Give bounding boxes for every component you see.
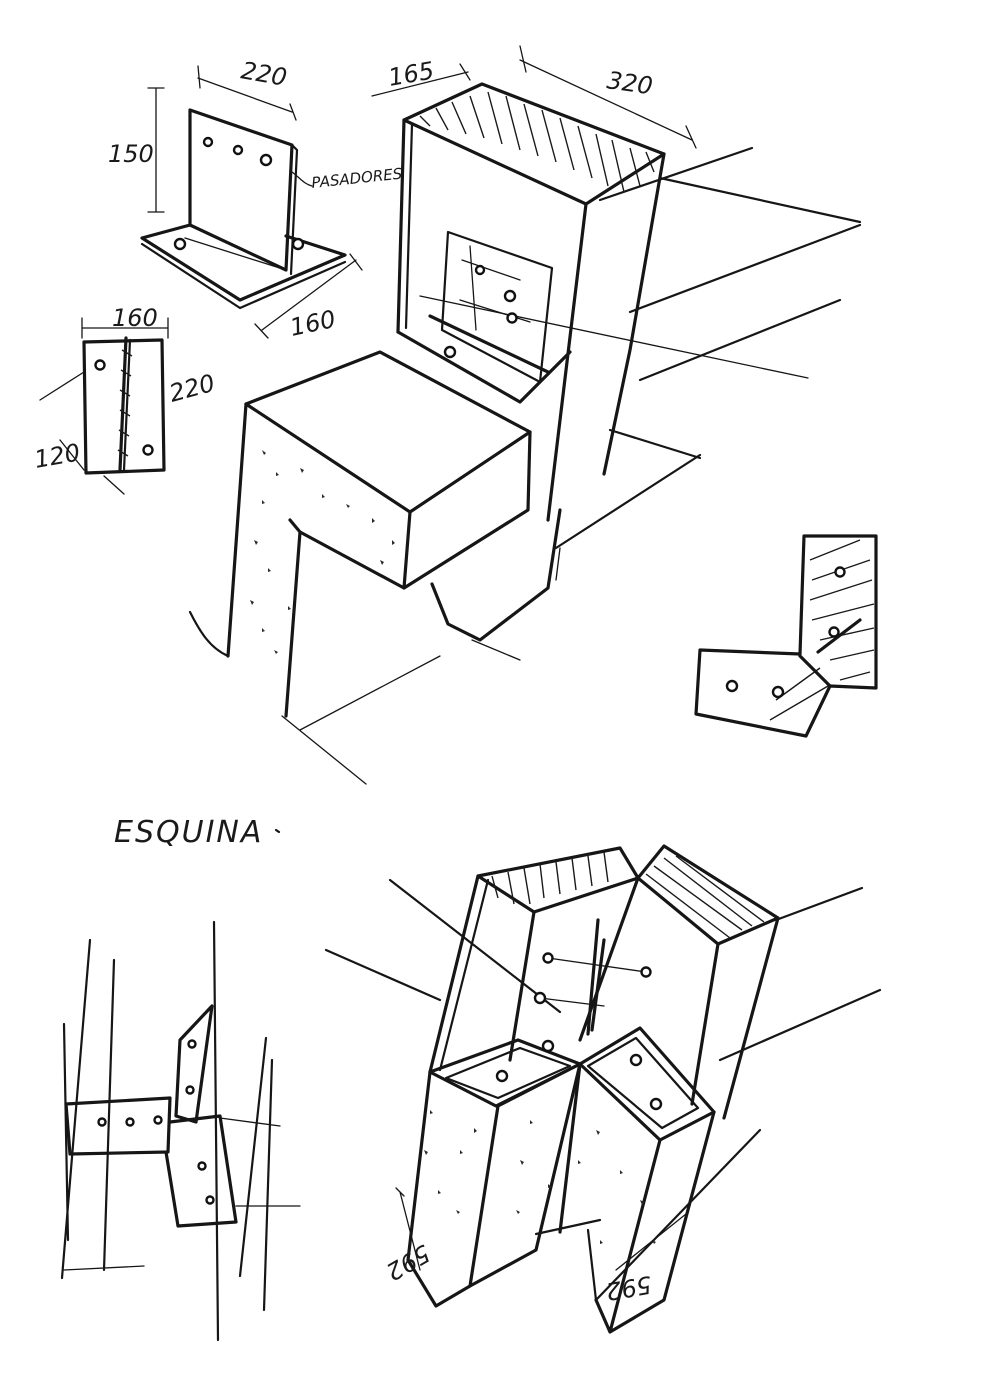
l-plan-detail — [694, 534, 878, 738]
plan-width-label: 160 — [112, 304, 158, 332]
t-joint-axonometric — [188, 45, 862, 785]
plate-width-label: 220 — [239, 56, 289, 92]
concrete-texture — [250, 450, 395, 654]
right-section-label: 592 — [604, 1270, 654, 1306]
t-plate-sketch — [140, 65, 363, 339]
dowels-label: PASADORES — [311, 165, 404, 192]
corner-joint-axonometric — [324, 844, 882, 1334]
plan-depth-label: 120 — [32, 438, 82, 474]
plan-detail — [39, 317, 169, 495]
plan-height-label: 220 — [166, 369, 217, 408]
corner-sketch-left — [60, 920, 301, 1342]
plate-height-label: 150 — [108, 140, 154, 168]
section-title: ESQUINA — [114, 815, 263, 850]
base-depth-label: 160 — [287, 305, 338, 342]
slot-width-label: 165 — [386, 56, 436, 92]
beam-width-label: 320 — [605, 66, 654, 100]
